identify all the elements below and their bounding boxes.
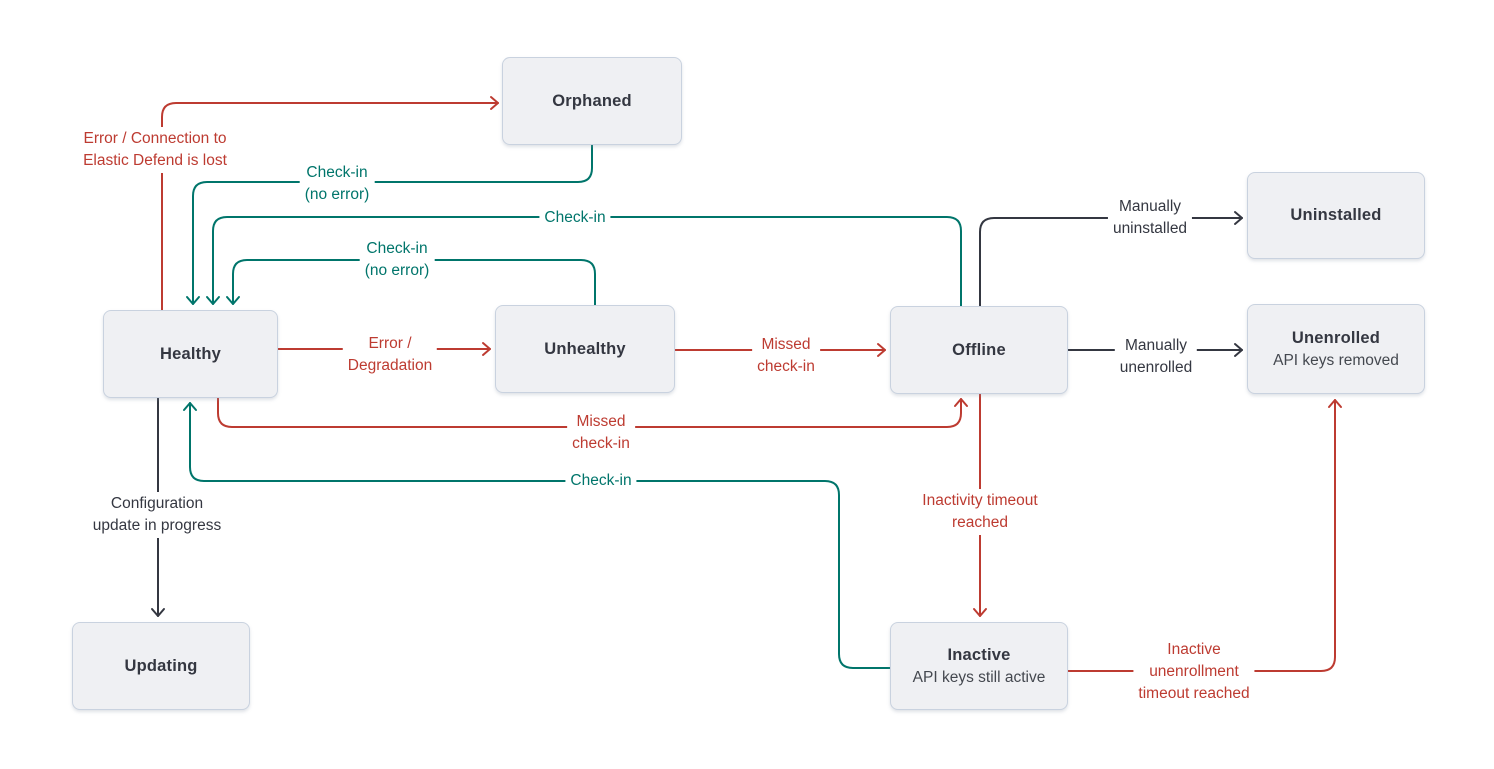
node-inactive-sublabel: API keys still active (912, 668, 1046, 686)
node-unhealthy-label: Unhealthy (544, 339, 626, 358)
edge-label-manually-uninstalled: Manually uninstalled (1107, 195, 1193, 241)
node-unenrolled-label: Unenrolled (1291, 328, 1381, 347)
edge-label-inactivity-timeout: Inactivity timeout reached (917, 489, 1043, 535)
node-updating-label: Updating (124, 656, 198, 675)
edge-label-missed-checkin-2: Missed check-in (567, 410, 635, 456)
edge-label-inactive-unenrollment: Inactive unenrollment timeout reached (1133, 638, 1255, 706)
edge-orphaned-healthy (186, 144, 593, 305)
node-unenrolled-sublabel: API keys removed (1273, 351, 1399, 369)
node-uninstalled: Uninstalled (1247, 172, 1425, 259)
edge-label-missed-checkin-1: Missed check-in (752, 333, 820, 379)
edge-label-config-update: Configuration update in progress (87, 492, 227, 538)
node-unenrolled: Unenrolled API keys removed (1247, 304, 1425, 394)
edge-offline-uninstalled (979, 211, 1243, 307)
edge-label-checkin-offline: Check-in (539, 206, 611, 230)
node-unhealthy: Unhealthy (495, 305, 675, 393)
node-orphaned-label: Orphaned (552, 91, 632, 110)
edge-label-checkin-noerror-2: Check-in (no error) (359, 237, 435, 283)
edge-inactive-healthy (183, 402, 891, 669)
node-inactive-label: Inactive (947, 645, 1011, 664)
edge-label-manually-unenrolled: Manually unenrolled (1114, 334, 1198, 380)
edge-healthy-orphaned (161, 96, 499, 311)
node-offline-label: Offline (952, 340, 1006, 359)
node-offline: Offline (890, 306, 1068, 394)
edge-label-error-connection: Error / Connection to Elastic Defend is … (78, 127, 232, 173)
node-healthy-label: Healthy (159, 344, 221, 363)
node-updating: Updating (72, 622, 250, 710)
edge-label-checkin-inactive: Check-in (565, 469, 637, 493)
node-healthy: Healthy (103, 310, 278, 398)
edge-inactive-unenrolled (1067, 399, 1342, 672)
node-orphaned: Orphaned (502, 57, 682, 145)
node-uninstalled-label: Uninstalled (1290, 206, 1382, 224)
node-inactive: Inactive API keys still active (890, 622, 1068, 710)
edge-label-checkin-noerror-1: Check-in (no error) (299, 161, 375, 207)
edge-label-error-degradation: Error / Degradation (342, 332, 438, 378)
